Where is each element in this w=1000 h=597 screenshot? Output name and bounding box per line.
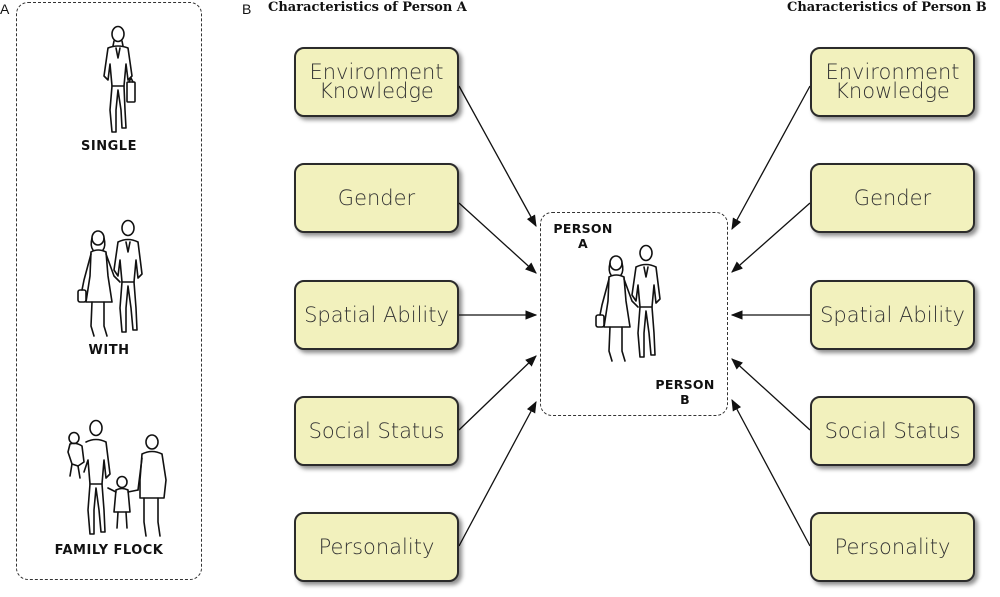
arrow-b-gender bbox=[731, 202, 811, 273]
figure-label-with: WITH bbox=[88, 343, 130, 358]
arrow-b-social bbox=[731, 358, 811, 431]
figure-label-family-flock: FAMILY FLOCK bbox=[54, 543, 164, 558]
heading-person-a: Characteristics of Person A bbox=[268, 0, 467, 15]
arrow-a-gender bbox=[458, 202, 537, 274]
box-a-personality: Personality bbox=[294, 512, 459, 582]
box-a-spatial-ability: Spatial Ability bbox=[294, 280, 459, 350]
couple-walking-icon bbox=[77, 219, 143, 337]
heading-person-b: Characteristics of Person B bbox=[787, 0, 987, 15]
person-a-label: PERSON A bbox=[553, 221, 613, 251]
arrow-a-social bbox=[458, 355, 537, 431]
panel-a-letter: A bbox=[0, 1, 10, 17]
box-b-environment-knowledge: Environment Knowledge bbox=[810, 47, 975, 117]
person-b-label: PERSON B bbox=[655, 377, 715, 407]
single-walker-icon bbox=[103, 25, 136, 133]
panel-b-letter: B bbox=[242, 1, 252, 17]
couple-walking-icon bbox=[595, 244, 661, 362]
box-a-environment-knowledge: Environment Knowledge bbox=[294, 47, 459, 117]
box-a-social-status: Social Status bbox=[294, 396, 459, 466]
box-a-gender: Gender bbox=[294, 163, 459, 233]
arrow-a-personality bbox=[458, 400, 537, 547]
box-b-social-status: Social Status bbox=[810, 396, 975, 466]
panel-a-frame bbox=[16, 2, 202, 580]
family-walking-icon bbox=[67, 419, 167, 537]
arrow-b-environment bbox=[731, 85, 811, 231]
box-b-personality: Personality bbox=[810, 512, 975, 582]
center-dyad-frame bbox=[540, 212, 728, 416]
figure-label-single: SINGLE bbox=[81, 139, 137, 154]
arrow-b-personality bbox=[731, 398, 811, 547]
arrow-a-environment bbox=[458, 85, 537, 228]
box-b-gender: Gender bbox=[810, 163, 975, 233]
box-b-spatial-ability: Spatial Ability bbox=[810, 280, 975, 350]
